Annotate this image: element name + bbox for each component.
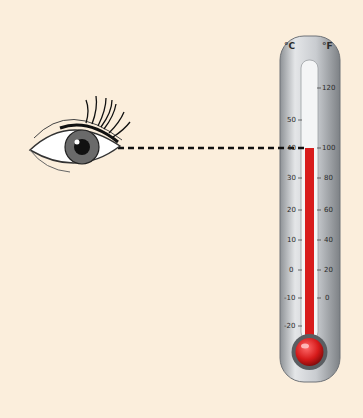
scale-ticks	[298, 88, 321, 326]
scale-number: -10	[284, 294, 295, 302]
scale-number: 10	[287, 236, 296, 244]
scale-number: 40	[324, 236, 333, 244]
scale-number: 30	[287, 174, 296, 182]
scale-number: 0	[325, 294, 329, 302]
scale-number: 20	[324, 266, 333, 274]
scale-number: 100	[322, 144, 335, 152]
scale-number: 120	[322, 84, 335, 92]
eye	[30, 96, 130, 172]
bulb	[296, 338, 324, 366]
thermometer-body	[280, 36, 340, 382]
line-of-sight	[118, 147, 304, 150]
scale-unit: °F	[322, 41, 333, 51]
scale-unit: °C	[284, 41, 295, 51]
scale-number: 50	[287, 116, 296, 124]
scale-number: 60	[324, 206, 333, 214]
scale-number: 20	[287, 206, 296, 214]
liquid-column	[305, 148, 314, 348]
scale-number: 0	[289, 266, 293, 274]
scale-number: 40	[287, 144, 296, 152]
scale-number: -20	[284, 322, 295, 330]
bulb-ring	[292, 334, 328, 370]
scale-number: 80	[324, 174, 333, 182]
